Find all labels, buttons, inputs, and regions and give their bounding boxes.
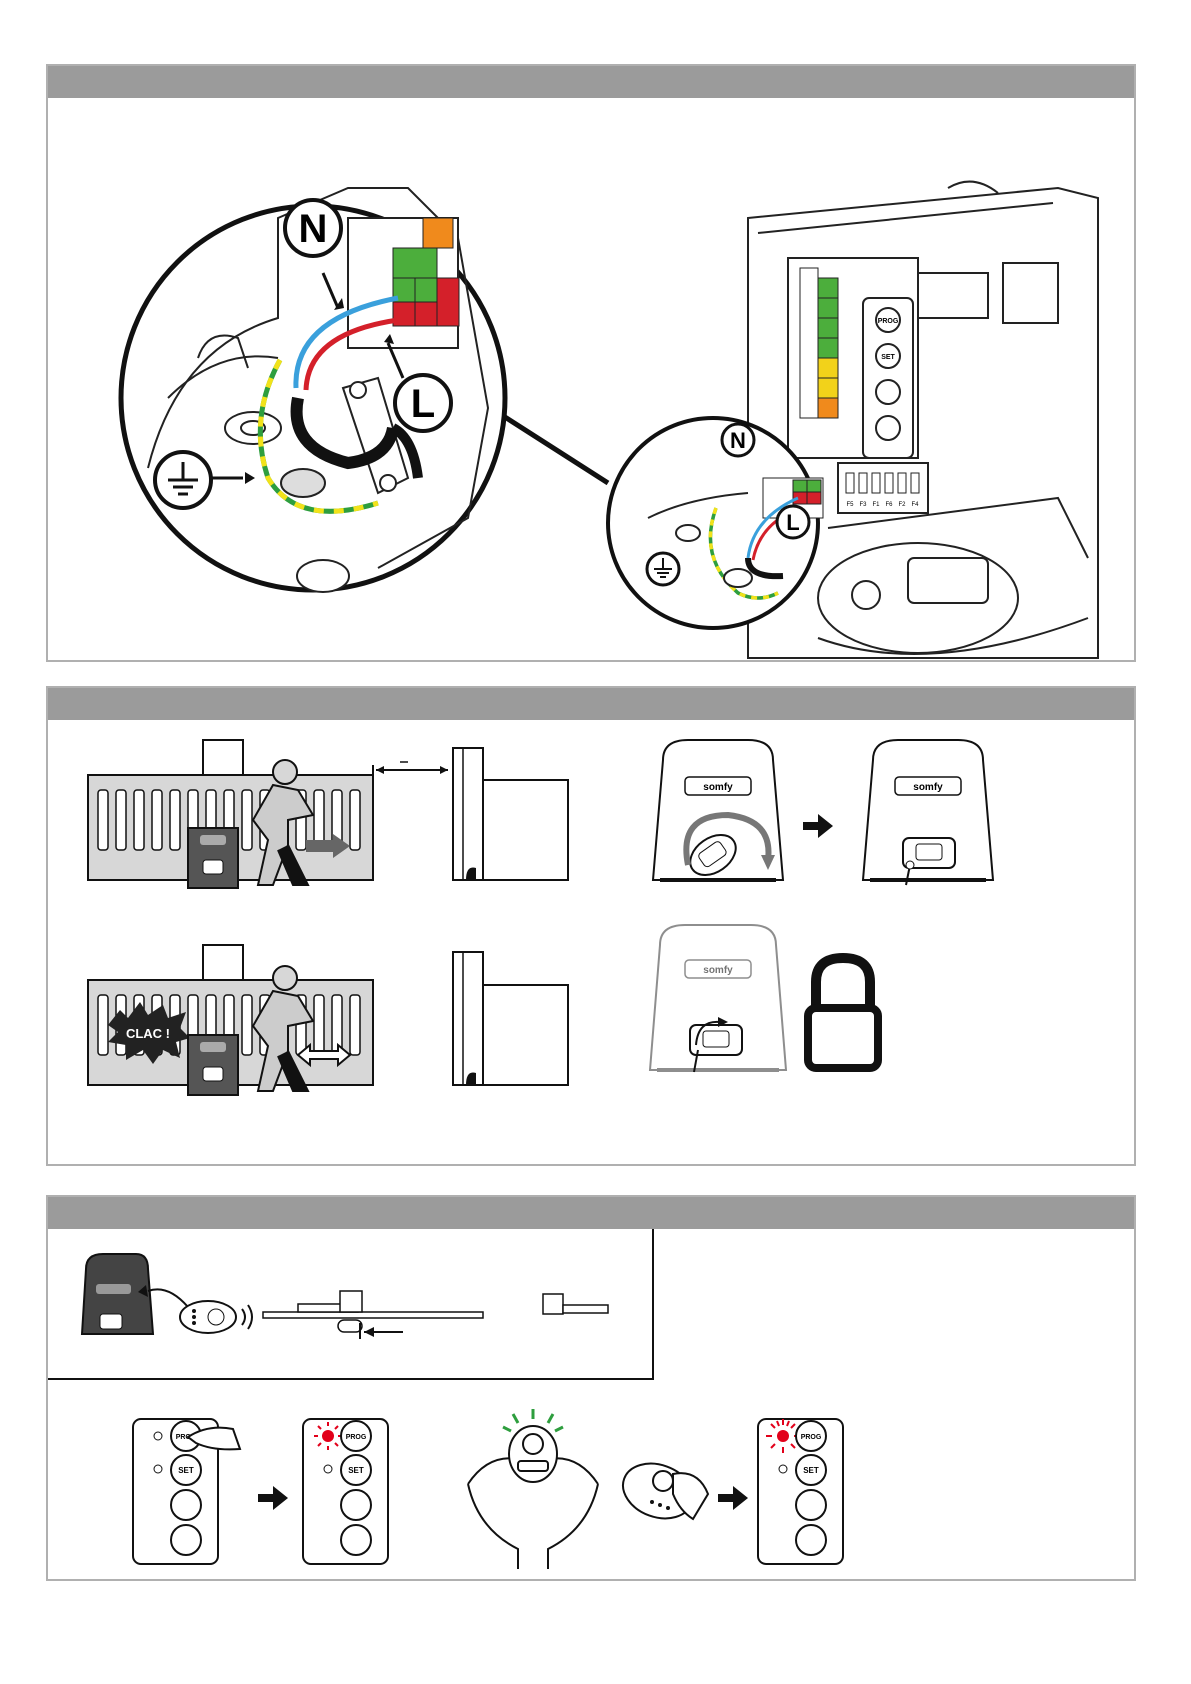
brand-label-3: somfy xyxy=(703,965,733,976)
motor-unit-drawing xyxy=(748,182,1098,658)
small-zoom-circle: N L xyxy=(608,418,823,628)
board-set-label: SET xyxy=(881,354,895,361)
next-arrow-icon xyxy=(803,814,833,838)
large-earth-ground-icon xyxy=(155,452,211,508)
release-key-turn: somfy xyxy=(653,740,783,883)
large-neutral-label: N xyxy=(299,207,328,251)
manual-release-panel-header xyxy=(48,688,1134,720)
programming-panel-body: PROG SET PROG xyxy=(48,1229,1134,1579)
hands-remote-icon xyxy=(468,1426,598,1569)
led-red-icon xyxy=(322,1430,334,1442)
small-earth-ground-icon xyxy=(647,553,679,585)
keypad2-prog-label: PROG xyxy=(346,1434,367,1441)
motor-board-buttons: PROG SET xyxy=(863,298,913,458)
manual-release-panel: CLAC ! xyxy=(46,686,1136,1166)
signal-waves-icon xyxy=(242,1309,245,1325)
gate-open-scene xyxy=(88,740,568,888)
keypad3-prog-label: PROG xyxy=(801,1434,822,1441)
manual-release-panel-body: CLAC ! xyxy=(48,720,1134,1164)
small-neutral-label: N xyxy=(730,428,746,453)
fuse-label-1: F5 xyxy=(846,502,854,508)
large-live-label: L xyxy=(411,382,435,426)
clac-label: CLAC ! xyxy=(126,1026,170,1041)
gate-relocked-scene: CLAC ! xyxy=(88,945,568,1095)
wiring-panel-header xyxy=(48,66,1134,98)
motor-terminal-strip xyxy=(800,268,838,418)
brand-label-2: somfy xyxy=(913,782,943,793)
padlock-icon xyxy=(808,958,878,1068)
wiring-panel-body: PROG SET F5 F3 F1 F6 F2 F4 xyxy=(48,98,1134,660)
motor-with-remote xyxy=(82,1254,252,1334)
keypad-step-3: PROG SET xyxy=(758,1419,843,1564)
release-open: somfy xyxy=(863,740,993,885)
large-zoom-circle: N L xyxy=(121,188,505,592)
wiring-diagram: PROG SET F5 F3 F1 F6 F2 F4 xyxy=(48,98,1134,660)
wiring-panel: PROG SET F5 F3 F1 F6 F2 F4 xyxy=(46,64,1136,662)
fuse-label-3: F1 xyxy=(872,502,880,508)
led-red-blink-icon xyxy=(777,1430,789,1442)
step-arrow-1 xyxy=(258,1486,288,1510)
brand-label-1: somfy xyxy=(703,782,733,793)
fuse-label-2: F3 xyxy=(859,502,867,508)
remote-press-icon xyxy=(615,1454,708,1527)
keypad-step-2: PROG SET xyxy=(303,1419,388,1564)
gate-plan-view xyxy=(263,1291,608,1339)
keypad-step-1: PROG SET xyxy=(133,1419,240,1564)
manual-release-diagram: CLAC ! xyxy=(48,720,1134,1164)
programming-diagram: PROG SET PROG xyxy=(48,1229,1134,1579)
keypad3-set-label: SET xyxy=(803,1466,819,1475)
fuse-block: F5 F3 F1 F6 F2 F4 xyxy=(838,463,928,513)
board-prog-label: PROG xyxy=(878,318,899,325)
keypad2-set-label: SET xyxy=(348,1466,364,1475)
step-arrow-2 xyxy=(718,1486,748,1510)
small-live-label: L xyxy=(786,510,799,535)
fuse-label-4: F6 xyxy=(885,502,893,508)
fuse-label-6: F4 xyxy=(911,502,919,508)
programming-panel: PROG SET PROG xyxy=(46,1195,1136,1581)
fuse-label-5: F2 xyxy=(898,502,906,508)
keypad1-set-label: SET xyxy=(178,1466,194,1475)
programming-panel-header xyxy=(48,1197,1134,1229)
